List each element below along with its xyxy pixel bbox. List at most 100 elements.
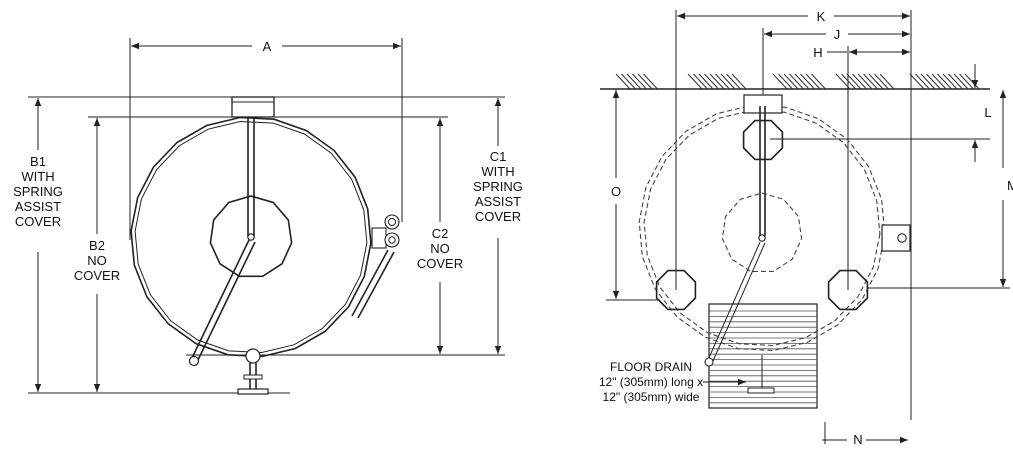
side-spring-coil-inner <box>388 218 396 226</box>
ceiling-hatch-line <box>687 73 703 90</box>
dim-b1-label: B1 <box>30 154 46 169</box>
dim-c1-label-4: ASSIST <box>475 194 521 209</box>
dim-c2-label-2: NO <box>430 241 450 256</box>
crank-arm-b <box>196 241 256 363</box>
dim-j-label: J <box>834 27 841 42</box>
reel-position-left <box>655 269 697 311</box>
ceiling-hatch <box>615 73 980 90</box>
floor-drain-label-3: 12" (305mm) wide <box>603 390 700 404</box>
side-pivot-inner <box>388 236 396 244</box>
dim-c2-label: C2 <box>432 226 449 241</box>
ceiling-hatch-line <box>915 73 930 90</box>
reel-housing-outer <box>130 116 372 358</box>
dim-c1-label-5: COVER <box>475 209 521 224</box>
dim-b1-label-4: ASSIST <box>15 199 61 214</box>
dim-b1-label-3: SPRING <box>13 184 63 199</box>
reel-dashed-inner <box>643 109 881 347</box>
dim-c2-label-3: COVER <box>417 256 463 271</box>
reel-position-right <box>827 269 869 311</box>
ceiling-hatch-line <box>698 73 714 90</box>
ceiling-hatch-line <box>937 73 952 90</box>
right-crank-a <box>707 241 761 361</box>
ceiling-hatch-line <box>643 73 658 90</box>
dim-c1-label-2: WITH <box>481 164 514 179</box>
dim-b2-label: B2 <box>89 238 105 253</box>
top-cover-knob-right <box>743 94 783 114</box>
ceiling-hatch-line <box>948 73 963 90</box>
ceiling-hatch-line <box>879 73 895 90</box>
side-spring-coil <box>384 214 400 230</box>
side-lever-b <box>357 251 395 319</box>
ceiling-hatch-line <box>693 73 708 90</box>
ceiling-hatch-line <box>942 73 958 90</box>
ceiling-hatch-line <box>709 73 725 90</box>
ceiling-hatch-line <box>772 73 788 90</box>
ceiling-hatch-line <box>931 73 947 90</box>
bottom-mount-ball <box>245 348 261 364</box>
dim-b1-label-2: WITH <box>21 169 54 184</box>
ceiling-hatch-line <box>794 73 810 90</box>
ceiling-hatch-line <box>720 73 736 90</box>
ceiling-hatch-line <box>632 73 647 90</box>
ceiling-hatch-line <box>731 73 747 90</box>
dim-c1-label: C1 <box>490 149 507 164</box>
dim-b2-label-2: NO <box>87 253 107 268</box>
ceiling-hatch-line <box>783 73 799 90</box>
right-crank-ball <box>704 357 714 367</box>
crank-end-ball <box>188 355 200 367</box>
ceiling-hatch-line <box>874 73 889 90</box>
hub-center <box>247 233 255 241</box>
ceiling-hatch-line <box>909 73 925 90</box>
ceiling-hatch-line <box>811 73 826 90</box>
ceiling-hatch-line <box>805 73 821 90</box>
dim-b1-label-5: COVER <box>15 214 61 229</box>
wall-bracket-hole <box>897 233 907 243</box>
dim-c1-label-3: SPRING <box>473 179 523 194</box>
ceiling-hatch-line <box>868 73 884 90</box>
ceiling-hatch-line <box>920 73 936 90</box>
ceiling-hatch-line <box>637 73 653 90</box>
ceiling-hatch-line <box>800 73 815 90</box>
ceiling-hatch-line <box>726 73 741 90</box>
dim-h-label: H <box>813 45 822 60</box>
dim-b2-label-3: COVER <box>74 268 120 283</box>
reel-housing-inner <box>134 120 368 354</box>
center-pivot <box>758 234 766 242</box>
ceiling-hatch-line <box>704 73 719 90</box>
ceiling-hatch-line <box>615 73 631 90</box>
ceiling-hatch-line <box>959 73 974 90</box>
ceiling-hatch-line <box>857 73 873 90</box>
right-crank-b <box>712 242 766 362</box>
bottom-mount-foot <box>237 388 269 395</box>
side-pivot <box>384 232 400 248</box>
ceiling-hatch-line <box>715 73 730 90</box>
dim-o-label: O <box>611 184 621 199</box>
ceiling-hatch-line <box>926 73 941 90</box>
dim-n-label: N <box>853 432 862 444</box>
dim-l-label: L <box>984 105 991 120</box>
left-view: A B1 WITH SPRING ASSIST COVER B2 NO COVE… <box>13 38 523 395</box>
dim-m-label: M <box>1007 178 1013 193</box>
bottom-mount-collar <box>243 374 263 380</box>
reel-dashed-outer <box>638 104 886 352</box>
reel-dashed-hub <box>721 192 803 272</box>
ceiling-hatch-line <box>778 73 793 90</box>
dim-k-label: K <box>817 9 826 24</box>
ceiling-hatch-line <box>789 73 804 90</box>
side-lever-a <box>351 249 389 317</box>
floor-drain-label: FLOOR DRAIN <box>610 360 692 374</box>
ceiling-hatch-line <box>621 73 636 90</box>
top-cover-knob <box>231 96 275 118</box>
ceiling-hatch-line <box>846 73 862 90</box>
ceiling-hatch-line <box>863 73 878 90</box>
right-bottom-foot <box>747 387 775 394</box>
ceiling-hatch-line <box>953 73 969 90</box>
side-bracket <box>371 227 387 249</box>
crank-arm-a <box>190 239 250 361</box>
reel-position-top <box>742 119 784 161</box>
dim-a-label: A <box>263 39 272 54</box>
ceiling-hatch-line <box>852 73 867 90</box>
floor-drain-label-2: 12" (305mm) long x <box>599 375 703 389</box>
right-view: K J H L M O N <box>599 9 1013 447</box>
